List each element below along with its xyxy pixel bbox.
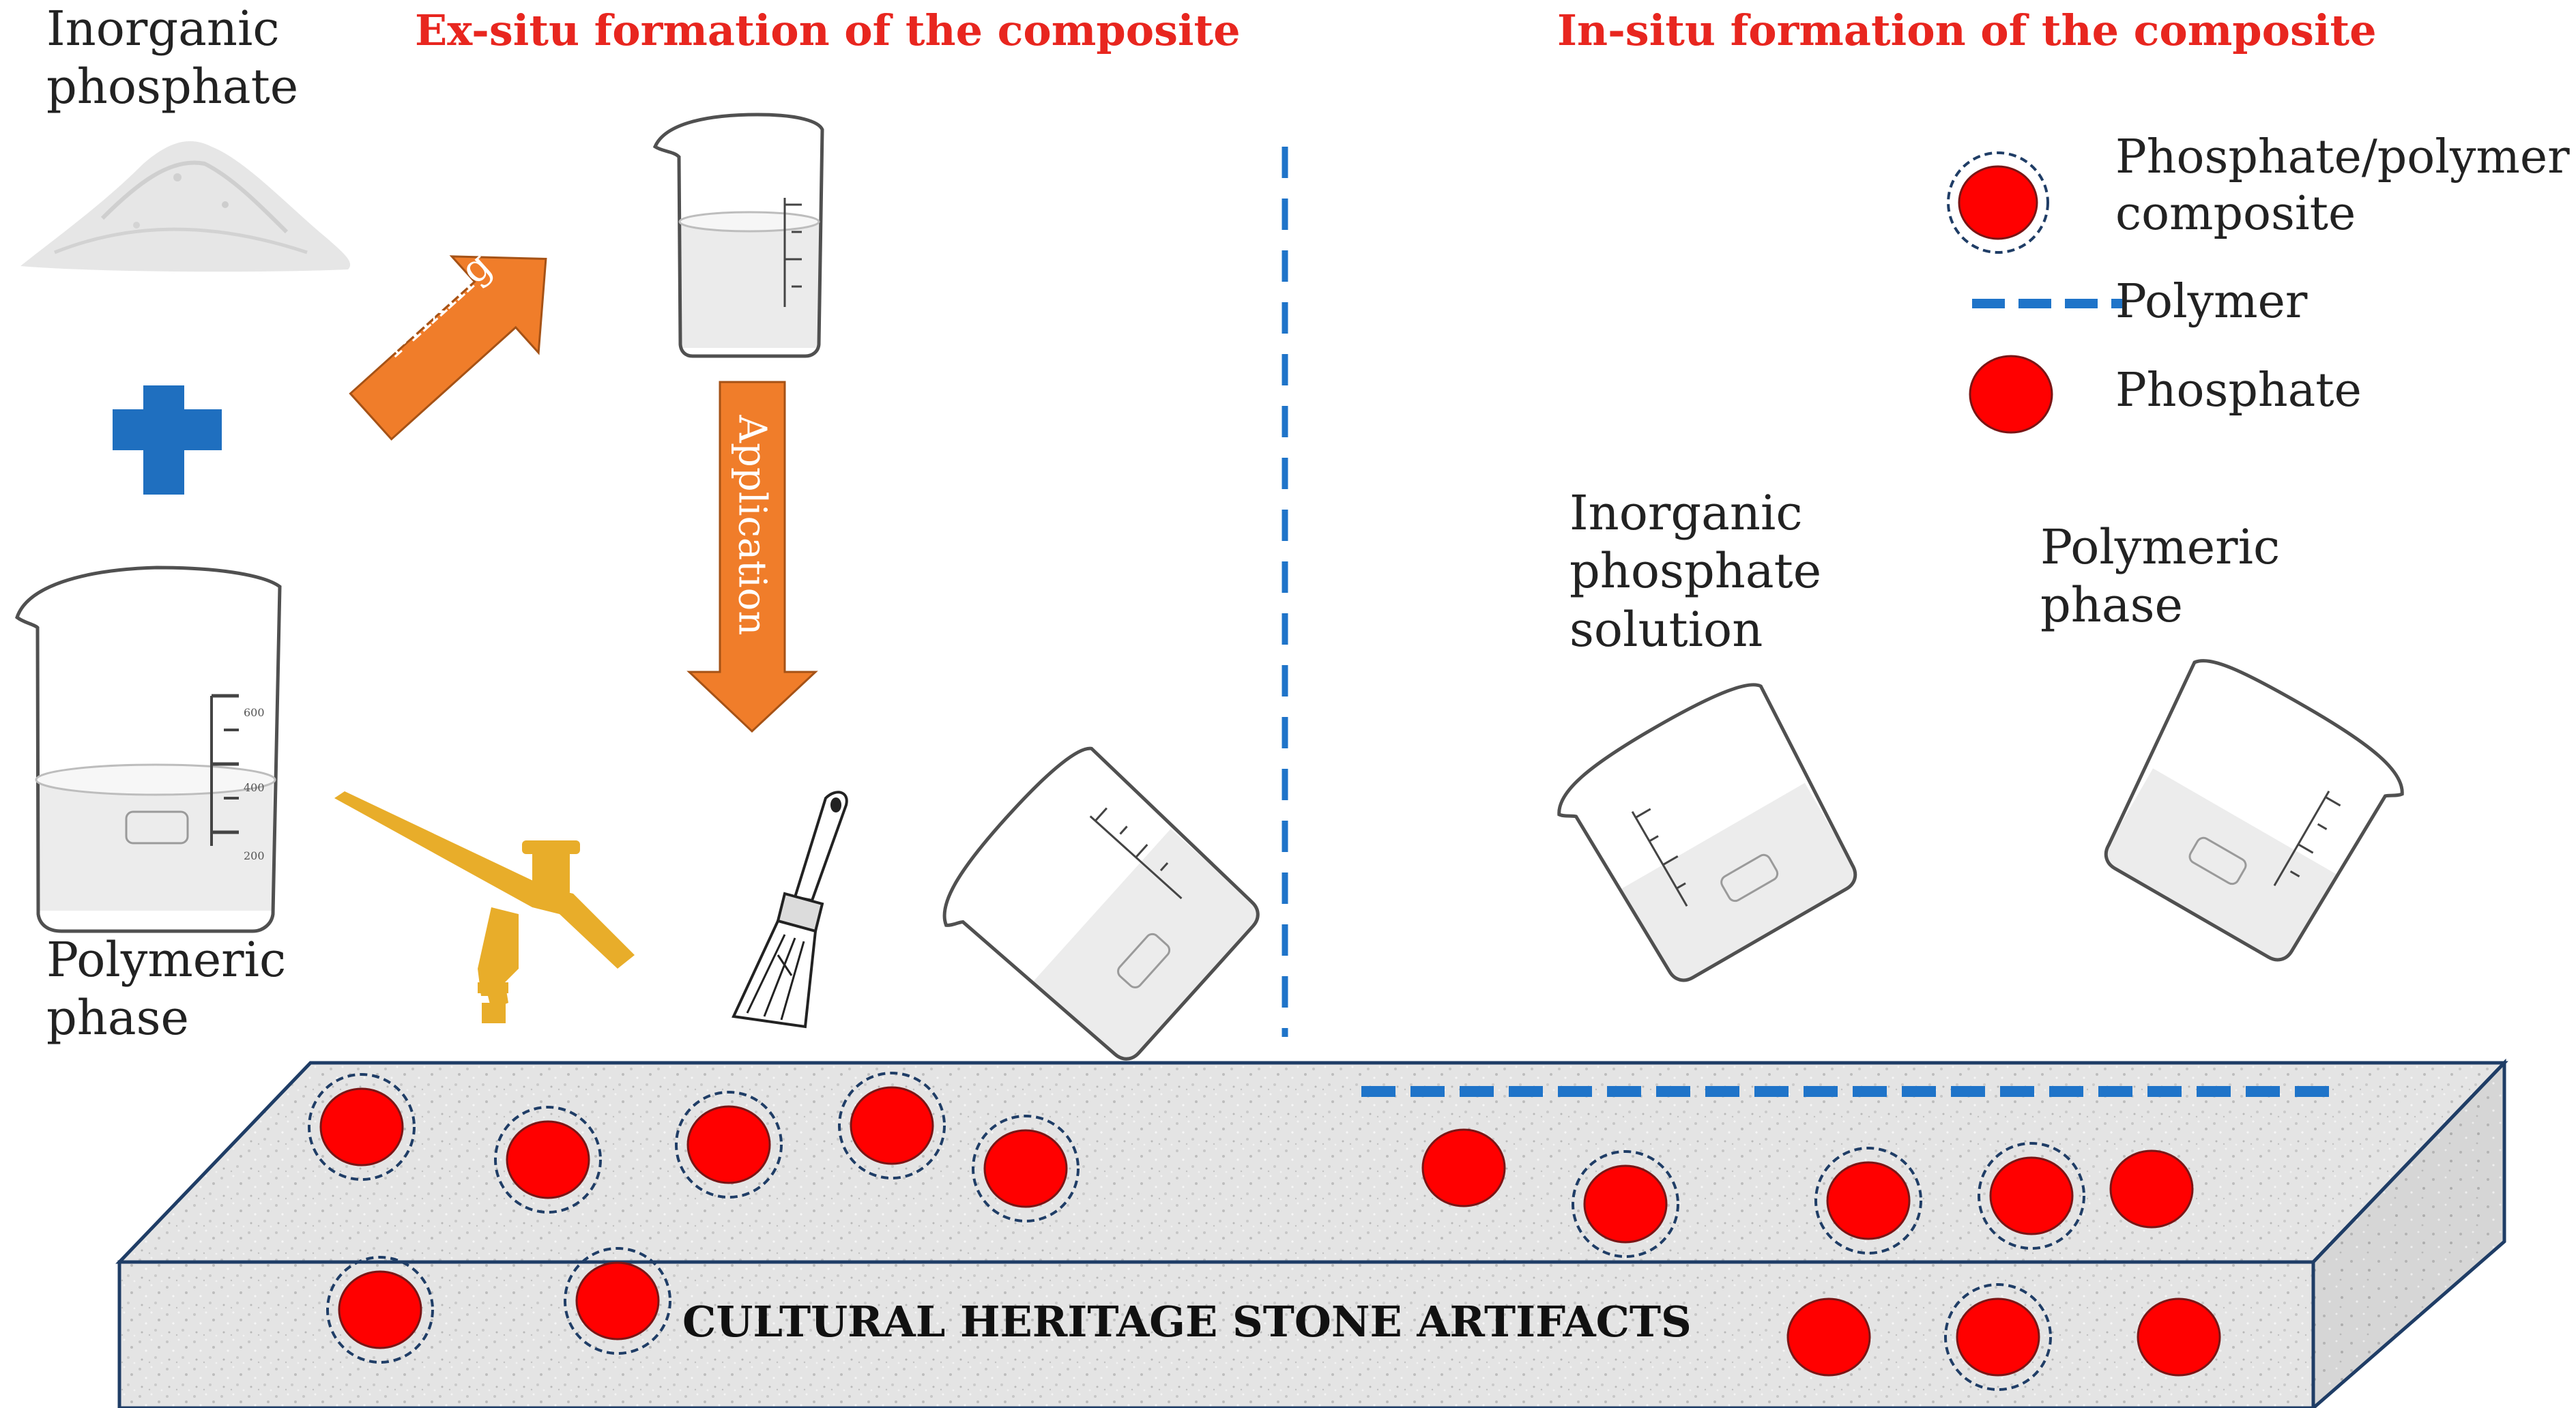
label-line: phase [46, 990, 189, 1046]
beaker-mark-200: 200 [244, 849, 265, 862]
composite-particle [1978, 1142, 2085, 1250]
inorganic-phosphate-label: Inorganic phosphate [46, 0, 298, 117]
label-line: Inorganic [46, 1, 280, 57]
label-line: phase [2040, 577, 2183, 634]
phosphate-particle [2137, 1297, 2221, 1377]
beaker-mark-400: 400 [244, 781, 265, 794]
particles [308, 1072, 2221, 1391]
label-line: phosphate [1569, 543, 1822, 600]
composite-particle [1814, 1147, 1922, 1255]
phosphate-particle [1421, 1128, 1506, 1207]
mixing-arrow-icon [349, 255, 547, 441]
composite-particle [308, 1073, 416, 1181]
legend-phosphate-label: Phosphate [2115, 364, 2362, 417]
paintbrush-icon [732, 791, 848, 1029]
label-line: Inorganic [1569, 485, 1803, 541]
beaker-mark-600: 600 [244, 706, 265, 719]
label-line: Phosphate/polymer [2115, 130, 2570, 184]
label-line: Polymeric [2040, 519, 2281, 575]
ex-situ-heading: Ex-situ formation of the composite [415, 5, 1241, 55]
composite-particle [675, 1091, 783, 1199]
stone-artifacts-label: CULTURAL HERITAGE STONE ARTIFACTS [682, 1297, 1692, 1347]
legend-composite-symbol [1947, 151, 2049, 254]
phosphate-particle [1786, 1297, 1871, 1377]
polymeric-phase-right-label: Polymeric phase [2040, 518, 2280, 635]
label-line: Polymeric [46, 932, 287, 988]
phosphate-particle [2109, 1149, 2194, 1229]
legend-polymer-label: Polymer [2115, 275, 2308, 329]
application-arrow-icon [686, 381, 818, 733]
composite-particle [326, 1256, 434, 1364]
composite-particle [564, 1247, 671, 1355]
beaker-icon [942, 746, 1260, 1061]
beaker-icon [2104, 659, 2404, 962]
in-situ-heading: In-situ formation of the composite [1557, 5, 2377, 55]
legend-composite-label: Phosphate/polymer composite [2115, 130, 2570, 243]
beaker-icon: 600 400 200 [15, 566, 282, 933]
inorganic-phosphate-solution-label: Inorganic phosphate solution [1569, 484, 1821, 659]
airbrush-icon [334, 791, 635, 1023]
label-line: phosphate [46, 59, 299, 115]
composite-particle [1944, 1283, 2052, 1391]
polymeric-phase-label: Polymeric phase [46, 931, 286, 1048]
beaker-icon [1557, 683, 1857, 982]
composite-particle [1572, 1150, 1679, 1258]
powder-pile-icon [20, 141, 351, 272]
plus-icon [113, 385, 222, 495]
label-line: solution [1569, 601, 1763, 658]
label-line: composite [2115, 186, 2356, 241]
composite-particle [494, 1106, 602, 1214]
application-label: Application [729, 415, 775, 636]
composite-particle [838, 1072, 946, 1179]
legend-phosphate-symbol [1969, 355, 2053, 434]
beaker-icon [652, 113, 824, 358]
composite-particle [972, 1115, 1080, 1222]
